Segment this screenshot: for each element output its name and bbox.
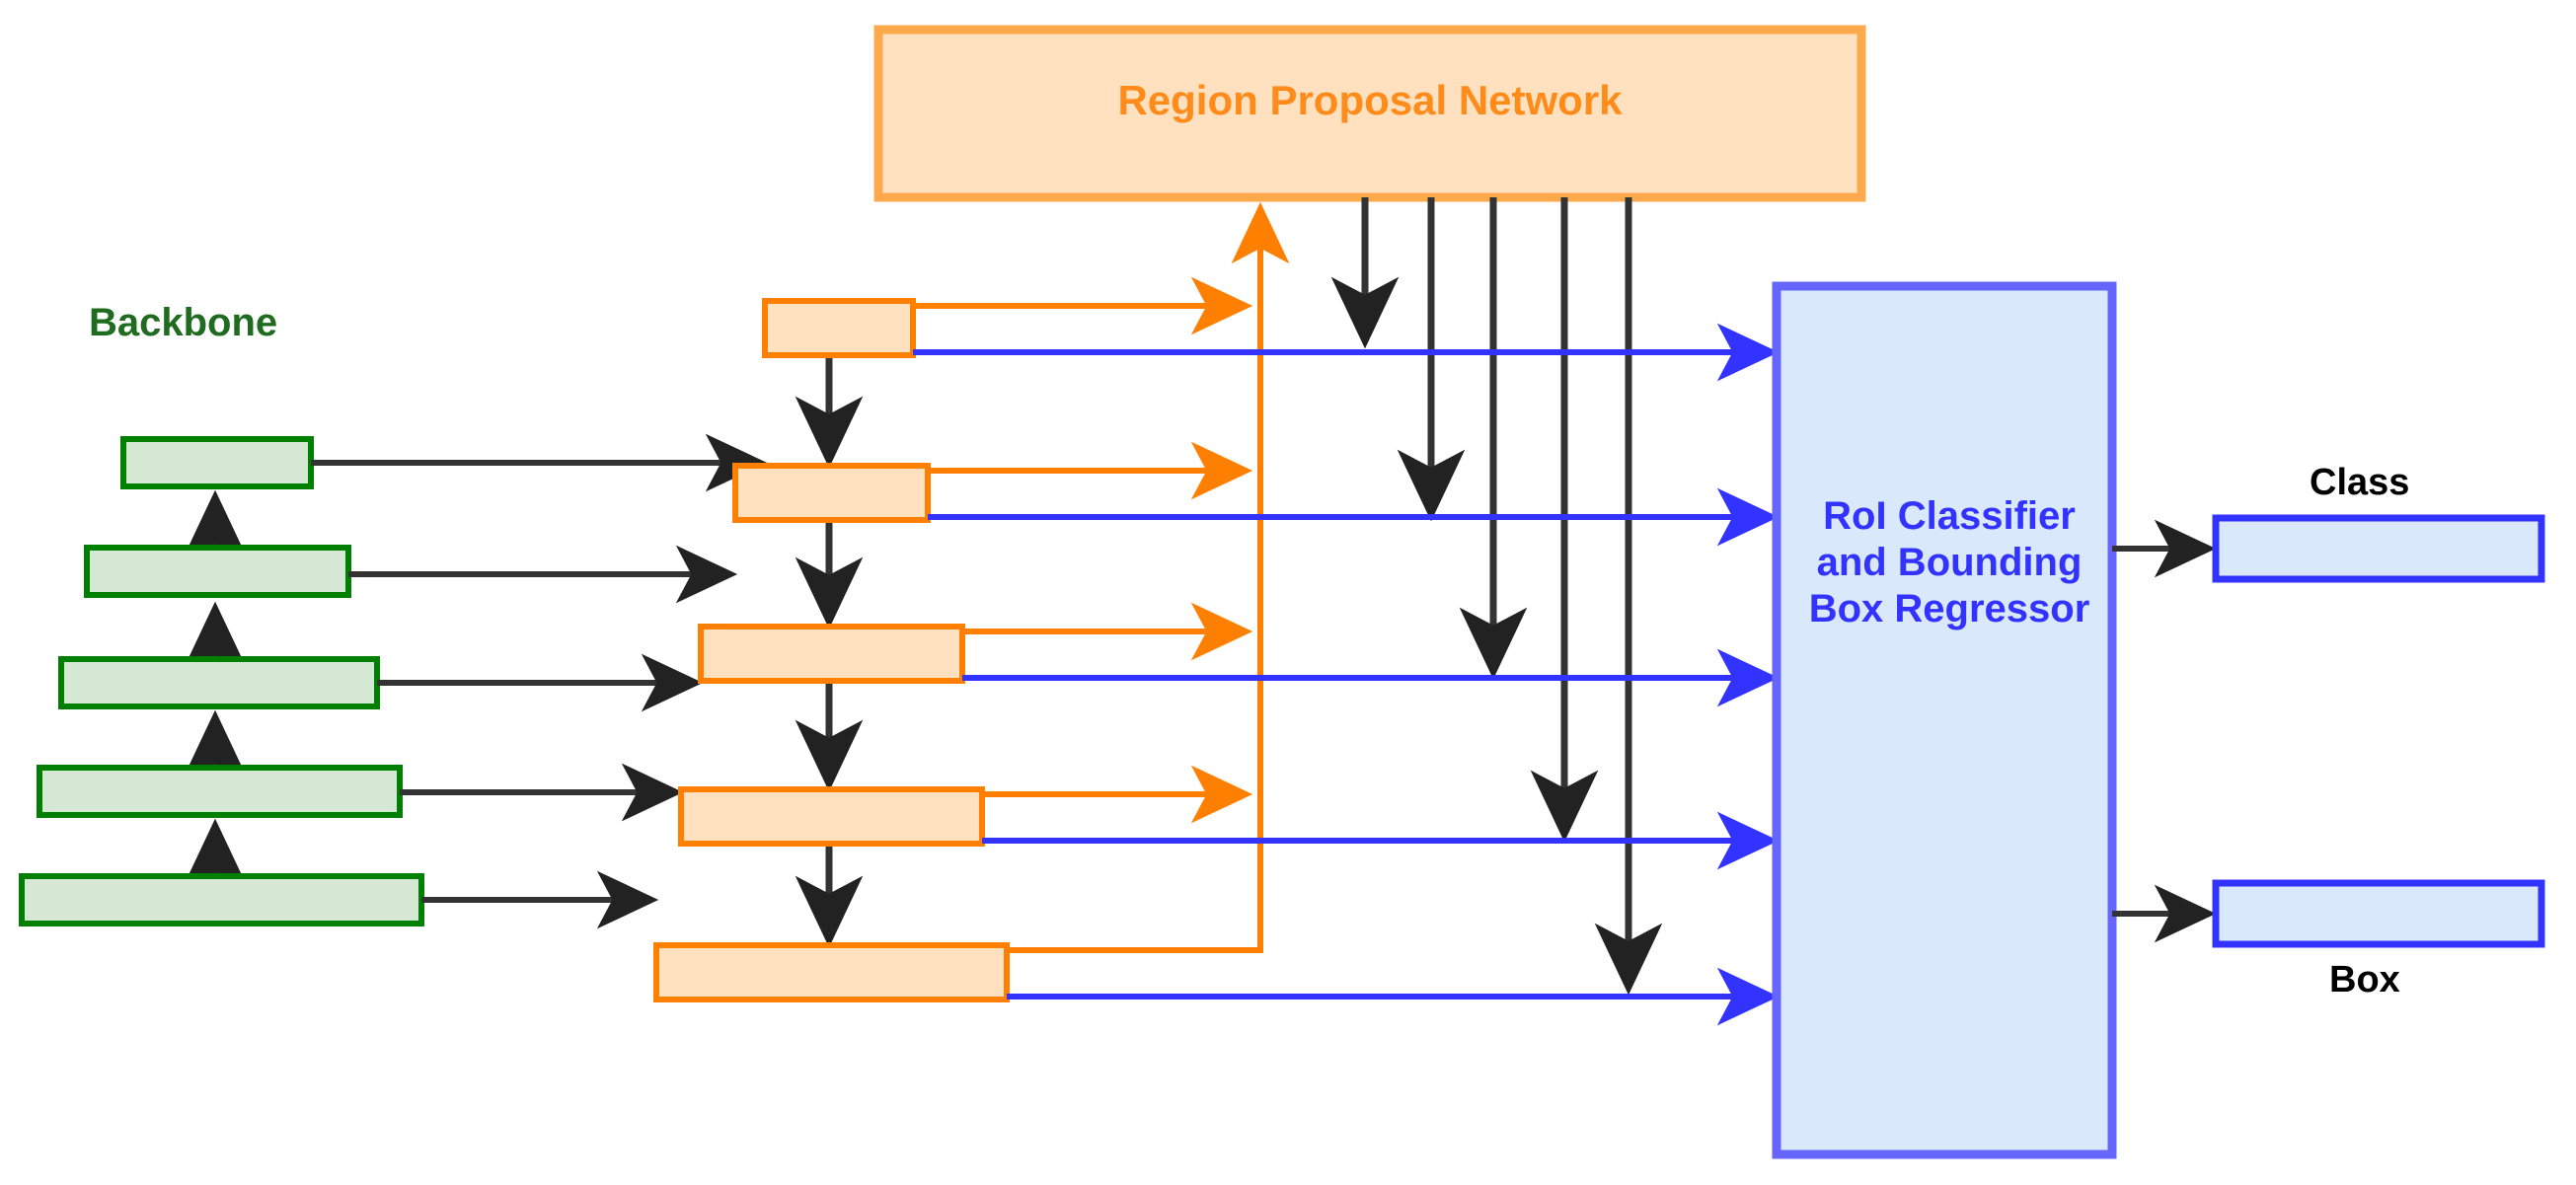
orange-proposal-lines bbox=[913, 201, 1290, 953]
pyramid-box-level5[interactable] bbox=[762, 298, 916, 358]
pyramid-box-level4[interactable] bbox=[732, 463, 931, 523]
lateral-connections bbox=[311, 433, 768, 929]
blue-feature-lines bbox=[913, 323, 1780, 1026]
backbone-boxes bbox=[19, 436, 424, 926]
backbone-box-level3 bbox=[58, 656, 380, 709]
roi-head-box[interactable] bbox=[1772, 281, 2117, 1159]
backbone-label: Backbone bbox=[89, 301, 278, 344]
pyramid-box-level1[interactable] bbox=[653, 942, 1010, 1002]
class-output-box[interactable] bbox=[2212, 514, 2545, 583]
pyramid-box-level2[interactable] bbox=[678, 786, 985, 847]
backbone-box-level2 bbox=[37, 765, 403, 818]
box-output-box[interactable] bbox=[2212, 879, 2545, 948]
backbone-box-level5 bbox=[120, 436, 314, 489]
orange-link-level1 bbox=[1007, 219, 1263, 953]
region-proposal-network-box[interactable] bbox=[873, 25, 1866, 202]
output-arrows bbox=[2112, 519, 2217, 943]
backbone-box-level4 bbox=[84, 545, 351, 598]
pyramid-box-level3[interactable] bbox=[698, 624, 965, 684]
rpn-label: Region Proposal Network bbox=[1117, 77, 1623, 123]
backbone-box-level1 bbox=[19, 873, 424, 926]
feature-pyramid-boxes bbox=[653, 298, 1010, 1002]
rpn-output-arrows bbox=[1330, 197, 1663, 996]
class-label: Class bbox=[2310, 462, 2410, 503]
box-label: Box bbox=[2329, 959, 2400, 1000]
roi-head-label: RoI Classifier and Bounding Box Regresso… bbox=[1808, 494, 2090, 631]
